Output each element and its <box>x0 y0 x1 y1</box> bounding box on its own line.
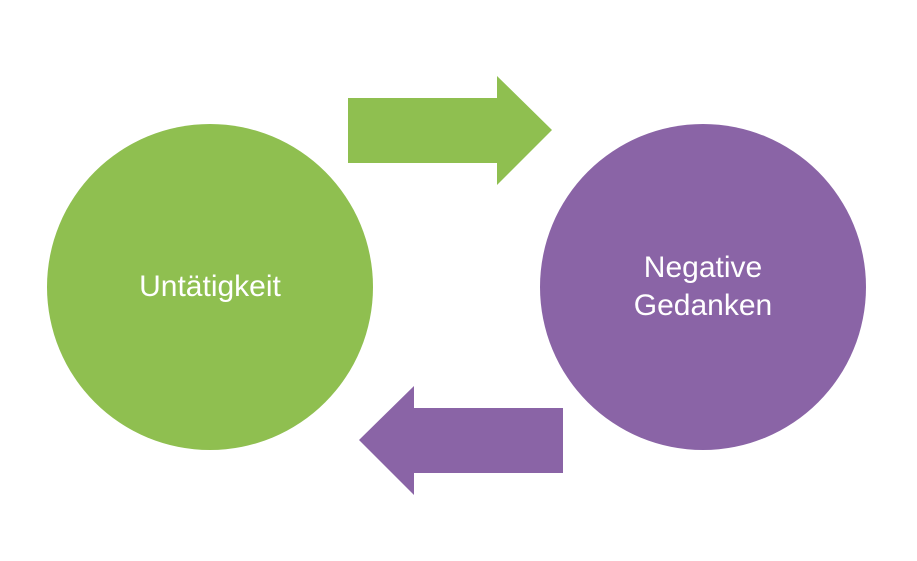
node-negative-gedanken-label: Negative Gedanken <box>540 124 866 450</box>
arrow-left <box>359 386 563 495</box>
node-negative-gedanken-circle <box>540 124 866 450</box>
label-line-2: Gedanken <box>633 289 773 322</box>
label-text: Untätigkeit <box>139 270 281 303</box>
node-untaetigkeit-label: Untätigkeit <box>47 124 373 450</box>
label-line-1: Negative <box>643 251 763 284</box>
node-untaetigkeit-circle <box>47 124 373 450</box>
arrow-right <box>348 76 552 185</box>
